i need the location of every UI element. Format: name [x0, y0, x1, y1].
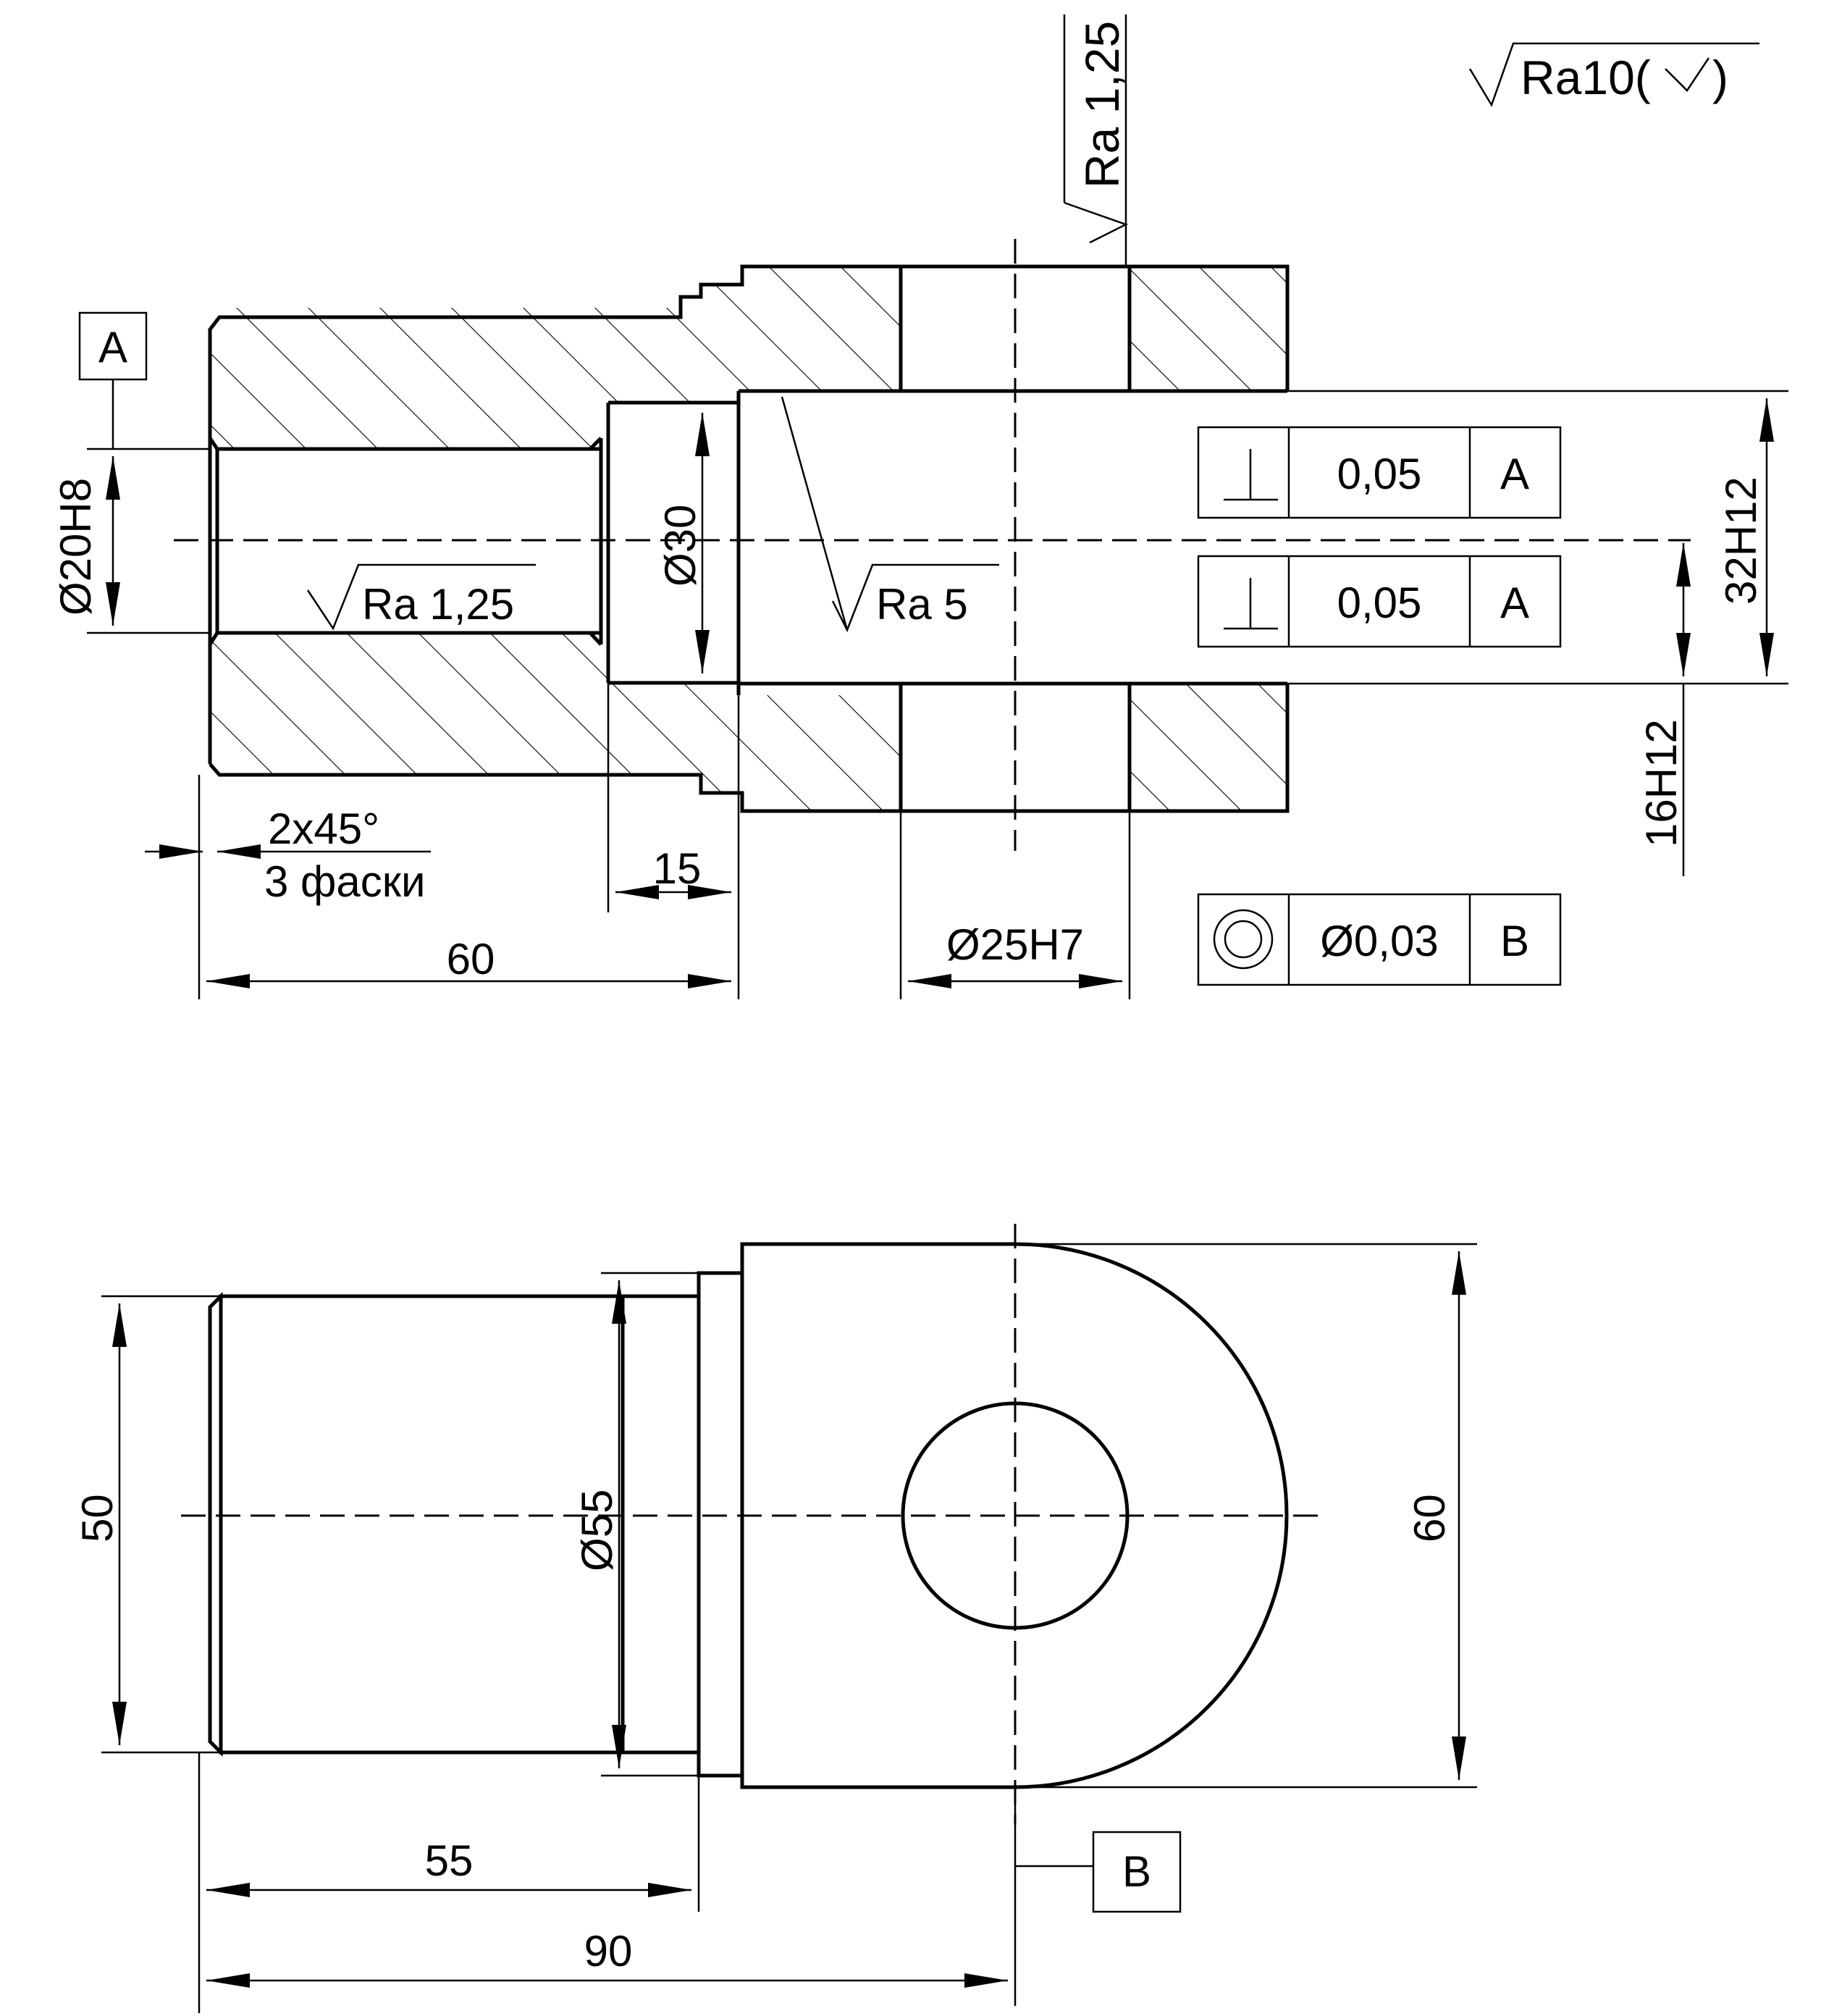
tolerance-2-datum: A	[1500, 579, 1529, 627]
general-roughness-label: Ra10(	[1521, 51, 1651, 104]
tolerance-3-value: Ø0,03	[1320, 917, 1438, 965]
counterbore-depth-label: 15	[653, 844, 702, 893]
svg-text:): )	[1712, 51, 1728, 104]
shoulder-diameter-label: Ø55	[573, 1490, 621, 1571]
cross-hole-diameter-label: Ø25H7	[946, 920, 1084, 969]
chamfer-callout: 2x45° 3 фаски	[145, 805, 431, 906]
bore-roughness-label: Ra 1,25	[362, 580, 514, 629]
body-height-label: 50	[73, 1494, 122, 1542]
general-surface-finish: Ra10( )	[1468, 42, 1759, 107]
cross-hole-diameter-dimension: Ø25H7	[899, 811, 1131, 999]
datum-a: A	[78, 311, 148, 449]
tolerance-frame-2: 0,05 A	[1197, 555, 1562, 648]
taper-surface-finish: Ra 5	[831, 563, 999, 633]
length-55-dimension: 55	[198, 1752, 700, 2013]
bore-surface-finish: Ra 1,25	[306, 563, 536, 631]
length-55-label: 55	[425, 1836, 474, 1885]
slot-inner-width-label: 16H12	[1637, 719, 1686, 847]
hatching	[210, 266, 1287, 811]
counterbore-diameter-dimension: Ø30	[656, 413, 710, 673]
concentricity-icon	[1213, 909, 1274, 970]
tolerance-3-datum: B	[1500, 917, 1529, 965]
perpendicularity-icon	[1224, 578, 1278, 630]
section-outline	[208, 264, 1290, 813]
datum-a-label: A	[98, 323, 127, 371]
length-60-label: 60	[447, 935, 495, 983]
slot-width-dimensions: 32H12 16H12	[1287, 390, 1788, 876]
head-height-label: 60	[1405, 1494, 1454, 1542]
tolerance-frame-1: 0,05 A	[1197, 426, 1562, 519]
length-60-dimension: 60	[198, 775, 731, 999]
cross-hole-roughness-label: Ra 1,25	[1075, 21, 1129, 188]
bore-diameter-dimension: Ø20H8	[51, 448, 210, 634]
tolerance-1-datum: A	[1500, 450, 1529, 498]
taper-roughness-label: Ra 5	[876, 580, 968, 629]
chamfer-label: 2x45°	[268, 805, 379, 853]
shoulder-diameter-dimension: Ø55	[573, 1272, 699, 1777]
tolerance-frame-3: Ø0,03 B	[1197, 893, 1562, 986]
counterbore-depth-dimension: 15	[607, 683, 740, 999]
perpendicularity-icon	[1224, 449, 1278, 501]
tolerance-1-value: 0,05	[1337, 450, 1422, 498]
length-90-label: 90	[584, 1927, 633, 1975]
plan-view: 50 Ø55 60 55 90	[73, 1224, 1477, 2013]
cross-hole-surface-finish: Ra 1,25	[1063, 14, 1129, 266]
body-height-dimension: 50	[73, 1295, 221, 1754]
chamfer-note: 3 фаски	[264, 857, 426, 906]
tolerance-2-value: 0,05	[1337, 579, 1422, 627]
section-view: Ra10( ) Ra 1,25 A Ø20H8 Ra 1,25	[51, 14, 1788, 999]
head-height-dimension: 60	[1015, 1243, 1477, 1789]
counterbore-diameter-label: Ø30	[656, 505, 705, 587]
datum-b: B	[1015, 1831, 1182, 1913]
length-90-dimension: 90	[206, 1787, 1017, 2006]
bore-diameter-label: Ø20H8	[51, 478, 100, 616]
slot-outer-width-label: 32H12	[1717, 476, 1765, 605]
datum-b-label: B	[1122, 1847, 1151, 1896]
